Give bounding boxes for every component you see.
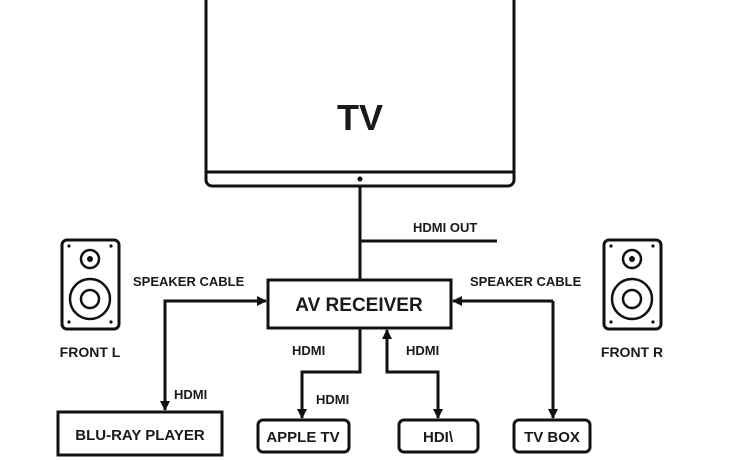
bluray-hdmi-label: HDMI [174, 387, 207, 402]
speaker-right-label: FRONT R [601, 344, 663, 360]
speaker-cable-left-label: SPEAKER CABLE [133, 274, 245, 289]
device-box [56, 410, 224, 457]
speaker-icon [60, 238, 121, 331]
speaker-front-right: FRONT R [601, 238, 663, 360]
speaker-icon [602, 238, 663, 331]
device-label: TV BOX [524, 429, 580, 446]
device-hdi: HDI\ [397, 418, 480, 454]
tv-label: TV [337, 97, 383, 138]
tv-power-led-icon [357, 176, 363, 182]
speaker-left-label: FRONT L [60, 344, 121, 360]
device-apple-tv: APPLE TV [256, 418, 351, 454]
device-label: HDI\ [423, 429, 454, 446]
device-label: APPLE TV [266, 429, 339, 446]
speaker-cable-right-label: SPEAKER CABLE [470, 274, 582, 289]
receiver-box [266, 278, 453, 330]
appletv-cable [297, 328, 362, 419]
device-tv-box: TV BOX [512, 418, 592, 454]
receiver-label: AV RECEIVER [295, 295, 423, 316]
device-box [397, 418, 480, 454]
device-bluray-player: BLU-RAY PLAYER [56, 410, 224, 457]
device-box [512, 418, 592, 454]
tv: TV [204, 0, 516, 188]
device-box [256, 418, 351, 454]
receiver-left-hdmi-label: HDMI [292, 343, 325, 358]
receiver-right-hdmi-label: HDMI [406, 343, 439, 358]
device-label: BLU-RAY PLAYER [75, 427, 205, 444]
hdi-cable-down [387, 370, 443, 419]
hdmi-out-label: HDMI OUT [413, 220, 477, 235]
tv-frame [204, 0, 516, 188]
av-receiver: AV RECEIVER [266, 278, 453, 330]
appletv-hdmi-label: HDMI [316, 392, 349, 407]
speaker-front-left: FRONT L [60, 238, 121, 360]
